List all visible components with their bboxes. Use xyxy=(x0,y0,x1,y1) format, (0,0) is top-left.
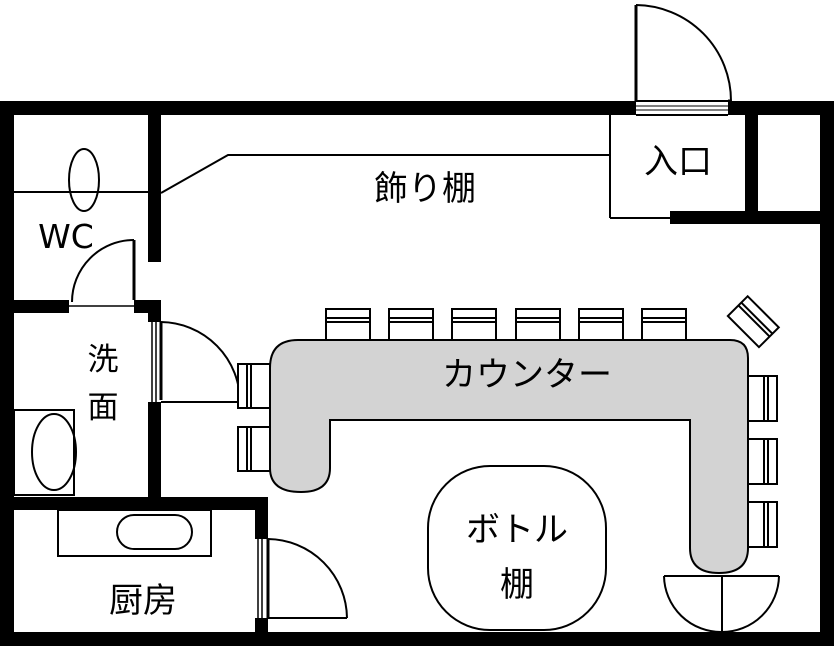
label-bottle-shelf-1: ボトル xyxy=(466,510,568,550)
wall-kitchen-top xyxy=(14,497,268,510)
wall-wc-bottom-right xyxy=(134,300,161,313)
wall-kitchen-right-lower xyxy=(255,618,268,638)
label-bottle-shelf-2: 棚 xyxy=(500,565,534,605)
kitchen-sink-icon xyxy=(116,514,193,550)
chair-top-4 xyxy=(515,308,561,341)
sink-icon xyxy=(31,413,77,491)
label-wc: WC xyxy=(38,217,94,256)
outer-walls xyxy=(0,101,834,646)
entrance-door-gap xyxy=(636,101,728,115)
kitchen-fixtures xyxy=(57,509,212,557)
chair-corner xyxy=(726,294,781,349)
chair-right-2 xyxy=(747,438,778,485)
label-counter: カウンター xyxy=(442,355,612,395)
wall-wc-right xyxy=(148,115,161,262)
wall-top-right xyxy=(728,101,834,115)
wall-right xyxy=(820,101,834,646)
wall-wash-right-lower xyxy=(148,402,161,510)
label-washroom-2: 面 xyxy=(88,390,119,426)
wall-vestibule-bottom xyxy=(670,211,834,224)
chair-right-3 xyxy=(747,501,778,548)
washroom-fixtures xyxy=(13,409,77,496)
kitchen-counter xyxy=(57,509,212,557)
chair-top-1 xyxy=(325,308,371,341)
label-entrance: 入口 xyxy=(644,142,712,182)
chair-top-3 xyxy=(451,308,497,341)
chair-top-5 xyxy=(578,308,624,341)
kitchen-door xyxy=(257,538,348,619)
labels: 入口 飾り棚 WC 洗 面 カウンター ボトル 棚 厨房 xyxy=(38,142,712,621)
wall-left xyxy=(0,101,14,646)
counter-chairs xyxy=(237,294,781,548)
label-washroom-1: 洗 xyxy=(88,342,119,378)
chair-left-1 xyxy=(237,363,271,409)
wall-kitchen-right xyxy=(255,497,268,539)
wall-bottom xyxy=(0,632,834,646)
doors xyxy=(69,4,780,634)
entrance-door xyxy=(634,4,732,116)
wall-vestibule-right xyxy=(745,115,758,215)
display-shelf-line xyxy=(160,154,610,194)
chair-top-6 xyxy=(641,308,687,341)
wall-top-left xyxy=(0,101,636,115)
wc-door xyxy=(69,239,136,307)
counter-swing-door xyxy=(663,575,780,634)
washroom-door xyxy=(151,321,241,403)
chair-right-1 xyxy=(747,375,778,422)
chair-left-2 xyxy=(237,426,271,472)
sink-cabinet xyxy=(13,409,75,496)
wc-fixtures xyxy=(14,148,148,212)
label-kitchen: 厨房 xyxy=(109,581,177,621)
wall-wc-bottom xyxy=(14,300,69,313)
interior-walls xyxy=(14,115,834,638)
chair-top-2 xyxy=(388,308,434,341)
toilet-icon xyxy=(68,148,100,212)
bottle-shelf xyxy=(427,465,607,631)
label-display-shelf: 飾り棚 xyxy=(374,169,476,209)
